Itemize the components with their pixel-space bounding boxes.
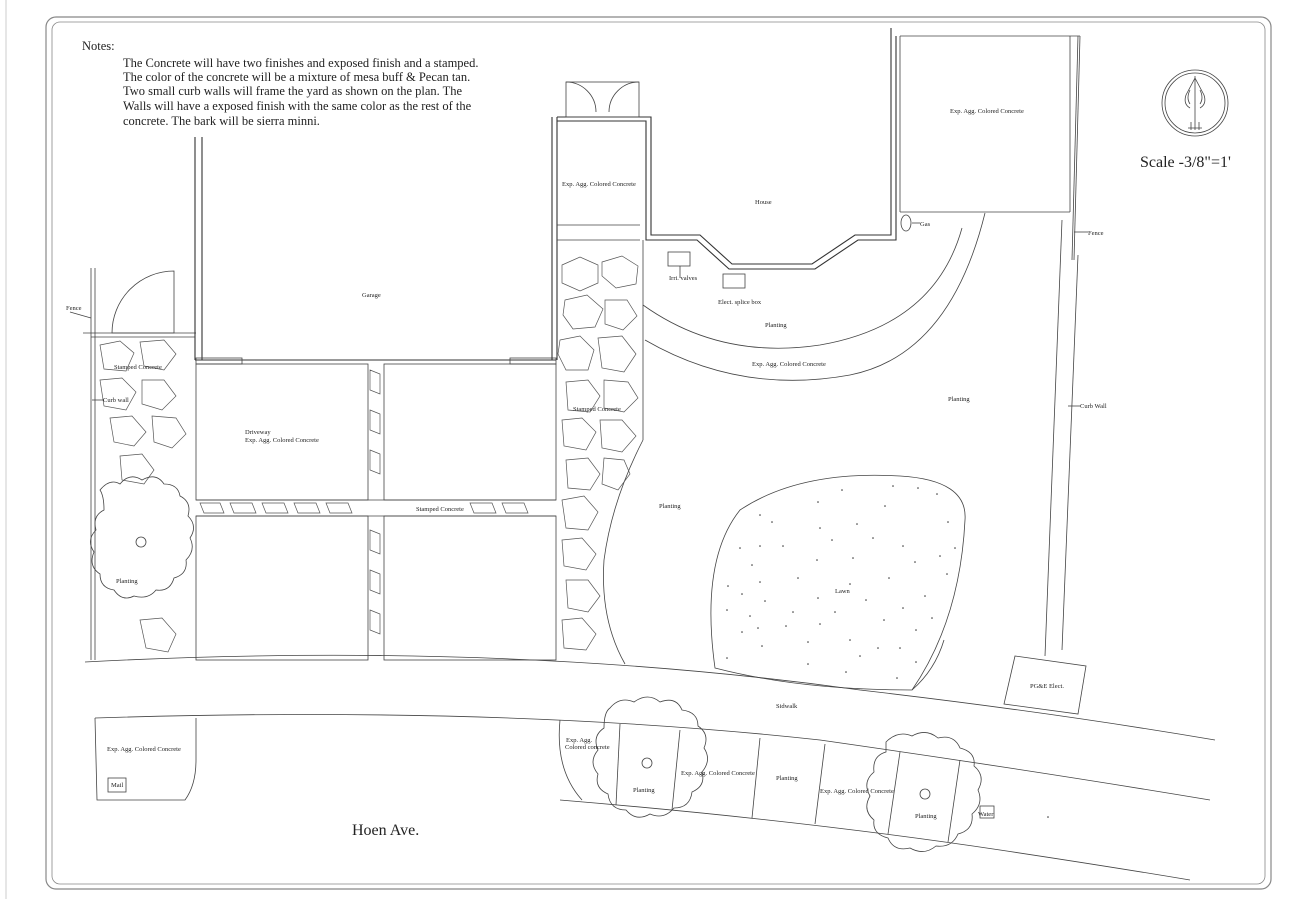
tree-street-b-icon [866, 732, 982, 852]
garage-outline [194, 117, 558, 365]
pge-box [1003, 655, 1087, 715]
curb-wall-right-label: Curb Wall [1080, 403, 1107, 410]
pge-label: PG&E Elect. [1030, 683, 1064, 690]
stamped-stone-column [557, 240, 644, 665]
street-name: Hoen Ave. [352, 822, 419, 839]
mail-label: Mail [111, 782, 123, 789]
entry-concrete-label: Exp. Agg. Colored Concrete [562, 181, 636, 188]
driveway-panels [195, 363, 557, 661]
splice-box-label: Elect. splice box [718, 299, 762, 306]
street-a-label-2: Colored concrete [565, 744, 610, 751]
scale-label: Scale -3/8"=1' [1140, 154, 1231, 171]
stamped-drive-label: Stamped Concrete [416, 506, 464, 513]
north-arrow-icon [1161, 69, 1229, 137]
planting-tree-left-label: Planting [116, 578, 138, 585]
left-fence [69, 268, 196, 660]
street-left-concrete-label: Exp. Agg. Colored Concrete [107, 746, 181, 753]
tree-left-icon [90, 476, 194, 599]
street-b-label: Exp. Agg. Colored Concrete [681, 770, 755, 777]
splice-box [722, 273, 746, 289]
fence-left-label: Fence [66, 305, 82, 312]
garage-label: Garage [362, 292, 381, 299]
street-a-label-1: Exp. Agg. [566, 737, 593, 744]
stamped-stone-left [91, 336, 195, 653]
curb-wall-left-label: Curb wall [103, 397, 129, 404]
driveway-sub-label: Exp. Agg. Colored Concrete [245, 437, 319, 444]
street-strip-dividers [615, 723, 961, 843]
driveway-label: Driveway [245, 429, 271, 436]
curved-walk [642, 212, 986, 381]
dot [1047, 816, 1049, 818]
street-c-label: Exp. Agg. Colored Concrete [820, 788, 894, 795]
notes-line: concrete. The bark will be sierra minni. [123, 114, 320, 128]
water-box [979, 805, 995, 819]
top-right-concrete-label: Exp. Agg. Colored Concrete [950, 108, 1024, 115]
planting-arc-label: Planting [765, 322, 787, 329]
notes-line: The color of the concrete will be a mixt… [123, 70, 470, 84]
top-right-pad [899, 35, 1081, 657]
planting-strip-label: Planting [776, 775, 798, 782]
planting-mid-label: Planting [659, 503, 681, 510]
tree-street-a-icon [592, 696, 708, 818]
arc-concrete-label: Exp. Agg. Colored Concrete [752, 361, 826, 368]
stamped-mid-label: Stamped Concrete [573, 406, 621, 413]
notes-line: The Concrete will have two finishes and … [123, 56, 478, 70]
house-label: House [755, 199, 772, 206]
lawn-dots [726, 485, 956, 679]
gas-label: Gas [920, 221, 931, 228]
lawn-label: Lawn [835, 588, 851, 595]
inner-border [51, 21, 1266, 885]
notes-heading: Notes: [82, 39, 115, 53]
planting-right-label: Planting [948, 396, 970, 403]
planting-tree-a-label: Planting [633, 787, 655, 794]
sidewalk-curves [84, 654, 1216, 881]
gas-meter-icon [900, 214, 912, 232]
irrigation-label: Irri. valves [669, 275, 698, 282]
mailbox [107, 777, 127, 793]
notes-line: Two small curb walls will frame the yard… [123, 84, 463, 98]
fence-right-label: Fence [1088, 230, 1104, 237]
planting-tree-b-label: Planting [915, 813, 937, 820]
house-outline [557, 28, 897, 270]
sidewalk-label: Sidwalk [776, 703, 798, 710]
lawn-area [710, 474, 966, 691]
notes-line: Walls will have a exposed finish with th… [123, 99, 472, 113]
irrigation-valve-box [667, 251, 691, 267]
stamped-left-label: Stamped Concrete [114, 364, 162, 371]
outer-border [45, 16, 1272, 890]
water-label: Water [978, 811, 994, 818]
